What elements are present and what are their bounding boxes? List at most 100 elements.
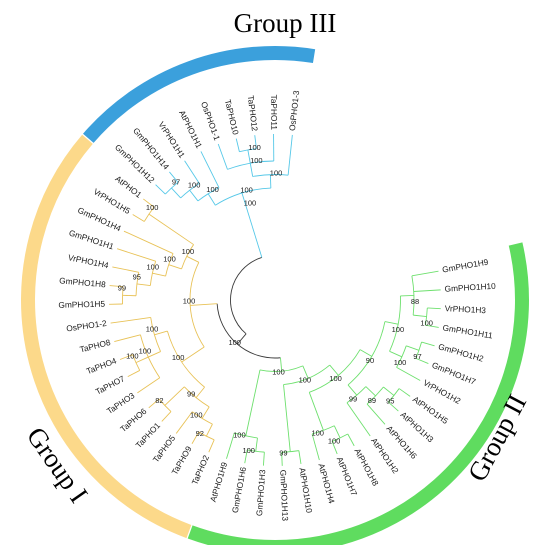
- leaf-label: GmPHO1H1: [68, 228, 116, 252]
- branch-line: [269, 174, 272, 189]
- branch-arc: [198, 431, 215, 441]
- leaf-label: GmPHO1H10: [444, 281, 496, 294]
- branch-line: [112, 266, 139, 273]
- branch-line: [132, 214, 145, 222]
- branch-line: [311, 433, 320, 461]
- leaf-label: GmPHO1H2: [437, 341, 485, 364]
- branch-line: [217, 143, 228, 170]
- bootstrap-value: 100: [190, 411, 203, 420]
- branch-arc: [215, 187, 271, 206]
- leaf-label: AtPHO1: [113, 173, 144, 200]
- branch-arc: [158, 398, 172, 412]
- leaf-label: AtPHO1H4: [316, 462, 337, 505]
- branch-line: [116, 248, 156, 262]
- branch-line: [359, 349, 373, 357]
- branch-line: [398, 388, 411, 397]
- branch-line: [262, 452, 265, 466]
- leaf-label: VrPHO1H3: [445, 303, 487, 315]
- branch-line: [200, 151, 220, 188]
- branch-line: [241, 192, 247, 207]
- branch-line: [331, 441, 338, 455]
- branch-line: [136, 283, 151, 286]
- group-iii-arc: [187, 242, 529, 545]
- branch-line: [346, 402, 371, 437]
- bootstrap-value: 100: [420, 319, 433, 328]
- branch-line: [329, 364, 339, 376]
- branch-line: [155, 184, 166, 195]
- branch-line: [127, 370, 140, 378]
- branch-line: [109, 285, 124, 288]
- branch-line: [175, 411, 193, 434]
- branch-line: [110, 317, 151, 324]
- branch-line: [244, 449, 248, 464]
- bootstrap-value: 100: [329, 374, 342, 383]
- bootstrap-value: 100: [206, 185, 219, 194]
- bootstrap-value: 100: [228, 338, 241, 347]
- branch-line: [148, 398, 160, 409]
- branch-arc: [180, 183, 200, 199]
- branch-line: [168, 264, 182, 270]
- branch-line: [249, 163, 254, 177]
- bootstrap-value: 100: [146, 203, 159, 212]
- branch-line: [195, 386, 205, 398]
- leaf-label: GmPHO1H9: [441, 257, 489, 275]
- leaf-label: TaPHO3: [105, 390, 137, 416]
- leaf-label: TaPHO12: [246, 95, 260, 132]
- branch-arc: [149, 261, 157, 286]
- branch-line: [181, 346, 205, 363]
- branch-line: [208, 439, 215, 453]
- branch-line: [413, 314, 427, 318]
- leaf-label: TaPHO1: [133, 420, 162, 450]
- leaf-label: TaPHO10: [223, 98, 241, 136]
- group-iii-label: Group III: [234, 8, 337, 38]
- leaf-label: TaPHO2: [189, 453, 211, 486]
- leaf-label: VrPHO1H4: [67, 252, 110, 270]
- bootstrap-value: 89: [368, 396, 376, 405]
- branch-line: [191, 431, 200, 444]
- branch-line: [281, 452, 283, 466]
- branch-line: [413, 289, 441, 292]
- branch-line: [333, 425, 341, 439]
- branch-line: [164, 386, 185, 406]
- branch-line: [347, 433, 355, 447]
- branch-line: [255, 437, 258, 452]
- leaf-label: OsPHO1-2: [66, 318, 108, 334]
- bootstrap-value: 100: [126, 352, 139, 361]
- branch-line: [154, 330, 168, 336]
- leaf-label: GmPHO1H11: [442, 322, 494, 340]
- branch-line: [189, 190, 199, 202]
- branch-line: [207, 193, 216, 206]
- leaf-label: GmPHO1H3: [254, 469, 267, 517]
- bootstrap-value: 99: [118, 283, 126, 292]
- bootstrap-value: 100: [163, 254, 176, 263]
- branch-line: [186, 255, 200, 263]
- branch-line: [254, 135, 257, 149]
- branch-line: [135, 356, 149, 364]
- branch-arc: [411, 275, 415, 316]
- branch-line: [184, 160, 200, 184]
- bootstrap-value: 99: [187, 390, 195, 399]
- leaf-label: TaPHO8: [79, 337, 112, 355]
- bootstrap-value: 82: [155, 396, 163, 405]
- branch-arc: [139, 334, 161, 378]
- branch-line: [415, 357, 429, 364]
- branch-line: [201, 406, 210, 419]
- bootstrap-value: 100: [242, 446, 255, 455]
- branch-line: [366, 403, 386, 425]
- bootstrap-value: 100: [299, 376, 312, 385]
- bootstrap-value: 92: [196, 429, 204, 438]
- leaf-label: OsPHO1-1: [199, 100, 222, 142]
- group-arcs: [21, 46, 529, 545]
- branch-line: [280, 357, 283, 372]
- branch-line: [427, 307, 441, 310]
- branch-line: [396, 366, 421, 381]
- branch-line: [245, 369, 261, 436]
- bootstrap-value: 100: [244, 199, 257, 208]
- leaf-label: AtPHO1H10: [297, 467, 314, 514]
- branch-arc: [181, 244, 194, 270]
- bootstrap-value: 100: [146, 325, 159, 334]
- leaf-label: TaPHO5: [151, 433, 178, 464]
- branch-arc: [247, 449, 265, 453]
- branch-line: [161, 411, 172, 422]
